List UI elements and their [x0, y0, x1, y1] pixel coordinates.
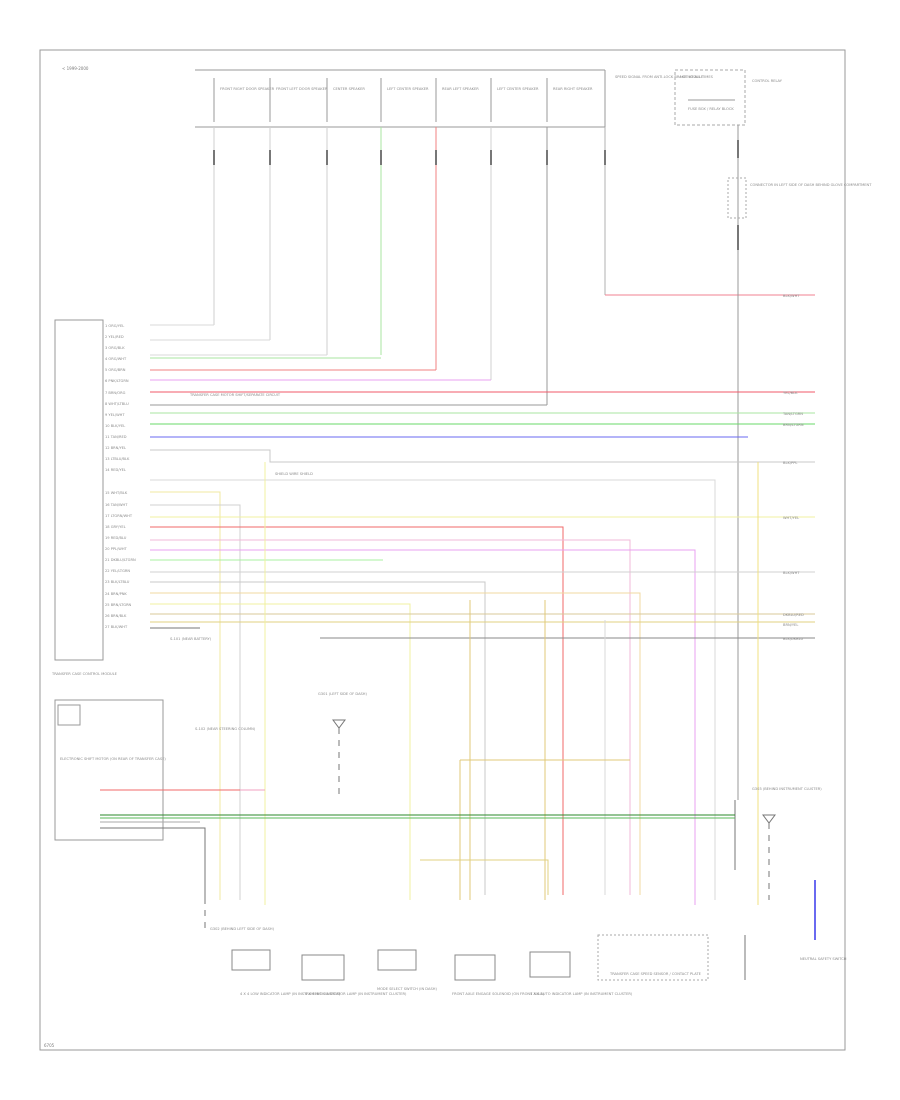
relay-side-label: CONTROL RELAY [752, 79, 783, 83]
top-connector-label: REAR LEFT SPEAKER [442, 87, 479, 91]
splice-connector [727, 177, 747, 219]
top-connector-label: SPEED SIGNAL FROM ANTI-LOCK BRAKE MODULE [615, 75, 704, 79]
pin-label: 9 YEL/WHT [105, 413, 125, 417]
ground-left-label: G302 (BEHIND LEFT SIDE OF DASH) [210, 927, 275, 931]
pin-label: 24 BRN/PNK [105, 592, 127, 596]
bottom-components [231, 880, 816, 981]
pin-label: 7 BRN/ORG [105, 391, 126, 395]
pin-label: 6 PNK/LTGRN [105, 379, 129, 383]
pin-label: 2 YEL/RED [105, 335, 124, 339]
component-label: 4 X 4 HIGH INDICATOR LAMP (IN INSTRUMENT… [305, 992, 407, 996]
wire-connector-marks [213, 140, 739, 250]
wire-end-label: WHT/YEL [783, 516, 799, 520]
component-label: NEUTRAL SAFETY SWITCH [800, 957, 847, 961]
pin-label: 18 GRY/YEL [105, 525, 126, 529]
pin-label: 5 ORG/BRN [105, 368, 126, 372]
wire-end-label: BLK/WHT [783, 571, 800, 575]
pin-label: 16 TAN/WHT [105, 503, 128, 507]
wire-end-label: BRN/YEL [783, 623, 798, 627]
pin-label: 21 DKBLU/LTGRN [105, 558, 136, 562]
splice-label: S-101 (NEAR BATTERY) [170, 637, 212, 641]
wire-end-label: BLK/WHT [783, 294, 800, 298]
wire-end-label: BLK/PPL [783, 461, 797, 465]
ground-right-label: G303 (BEHIND INSTRUMENT CLUSTER) [752, 787, 822, 791]
pin-label: 20 PPL/WHT [105, 547, 128, 551]
module-horizontal-wires [150, 324, 815, 905]
top-connector-label: FRONT LEFT DOOR SPEAKER [276, 87, 328, 91]
top-connector-label: LEFT CENTER SPEAKER [387, 87, 429, 91]
pin-label: 10 BLK/YEL [105, 424, 125, 428]
wire-end-labels: BLK/WHT YEL/BLK TAN/LTGRN BRN/LTGRN BLK/… [782, 294, 804, 641]
pin-label: 17 LTGRN/WHT [105, 514, 133, 518]
diagram-frame [39, 49, 846, 1051]
top-connector-strip [195, 69, 606, 128]
component-label: 4 X 4 AUTO INDICATOR LAMP (IN INSTRUMENT… [530, 992, 633, 996]
pin-label: 15 WHT/BLK [105, 491, 128, 495]
shift-motor-icon [57, 704, 81, 726]
component-label: MODE SELECT SWITCH (IN DASH) [377, 987, 437, 991]
pin-label: 8 WHT/LTBLU [105, 402, 129, 406]
wire-end-label: BRN/LTGRN [783, 423, 804, 427]
shield-label: SHIELD WIRE SHIELD [275, 472, 313, 476]
shift-motor-box [54, 699, 164, 841]
ground-symbol-right [762, 814, 776, 900]
splice-label-2: S-102 (NEAR STEERING COLUMN) [195, 727, 256, 731]
control-module-label: TRANSFER CASE CONTROL MODULE [51, 672, 118, 676]
ground-mid-label: G301 (LEFT SIDE OF DASH) [318, 692, 368, 696]
pin-label: 14 RED/YEL [105, 468, 126, 472]
pin-label: 3 ORG/BLK [105, 346, 125, 350]
header-text: < 1999-2000 [62, 66, 89, 71]
component-label: FRONT AXLE ENGAGE SOLENOID (ON FRONT AXL… [452, 992, 545, 996]
relay-title: HOT AT ALL TIMES [680, 75, 714, 79]
pin-label: 25 BRN/LTGRN [105, 603, 132, 607]
pin-label: 4 ORG/WHT [105, 357, 127, 361]
pin-label: 1 ORG/YEL [105, 324, 124, 328]
legend-note: TRANSFER CASE MOTOR SHIFT/SEPARATE CIRCU… [189, 393, 281, 397]
wire-end-label: BLK/DKBLU [783, 637, 803, 641]
pin-label: 12 BRN/YEL [105, 446, 126, 450]
ground-symbol-mid [332, 719, 346, 800]
component-label: 4 X 4 LOW INDICATOR LAMP (IN INSTRUMENT … [240, 992, 341, 996]
pin-label: 26 BRN/BLK [105, 614, 127, 618]
mid-right-label: CONNECTOR IN LEFT SIDE OF DASH BEHIND GL… [750, 183, 872, 187]
relay-box [674, 69, 746, 126]
shift-motor-label: ELECTRONIC SHIFT MOTOR (ON REAR OF TRANS… [60, 757, 166, 761]
pin-label: 11 TAN/RED [105, 435, 127, 439]
pin-label: 22 YEL/LTGRN [105, 569, 130, 573]
wire-end-label: DKBLU/RED [783, 613, 804, 617]
pin-label: 19 RED/BLU [105, 536, 127, 540]
pin-label: 13 LTBLU/BLK [105, 457, 130, 461]
top-connector-label: CENTER SPEAKER [333, 87, 365, 91]
control-module [54, 319, 104, 661]
top-connector-label: FRONT RIGHT DOOR SPEAKER [220, 87, 275, 91]
top-connector-label: REAR RIGHT SPEAKER [553, 87, 593, 91]
relay-label: FUSE BOX / RELAY BLOCK [688, 107, 734, 111]
top-connector-label: LEFT CENTER SPEAKER [497, 87, 539, 91]
pin-label: 27 BLK/WHT [105, 625, 128, 629]
component-label: TRANSFER CASE SPEED SENSOR / CONTACT PLA… [609, 972, 702, 976]
pin-label: 23 BLK/LTBLU [105, 580, 130, 584]
wire-end-label: TAN/LTGRN [782, 412, 803, 416]
wire-end-label: YEL/BLK [783, 391, 798, 395]
vertical-wires-lower [264, 462, 759, 905]
footer-text: 6705 [44, 1043, 55, 1048]
module-pin-labels: 1 ORG/YEL 2 YEL/RED 3 ORG/BLK 4 ORG/WHT … [105, 324, 136, 629]
